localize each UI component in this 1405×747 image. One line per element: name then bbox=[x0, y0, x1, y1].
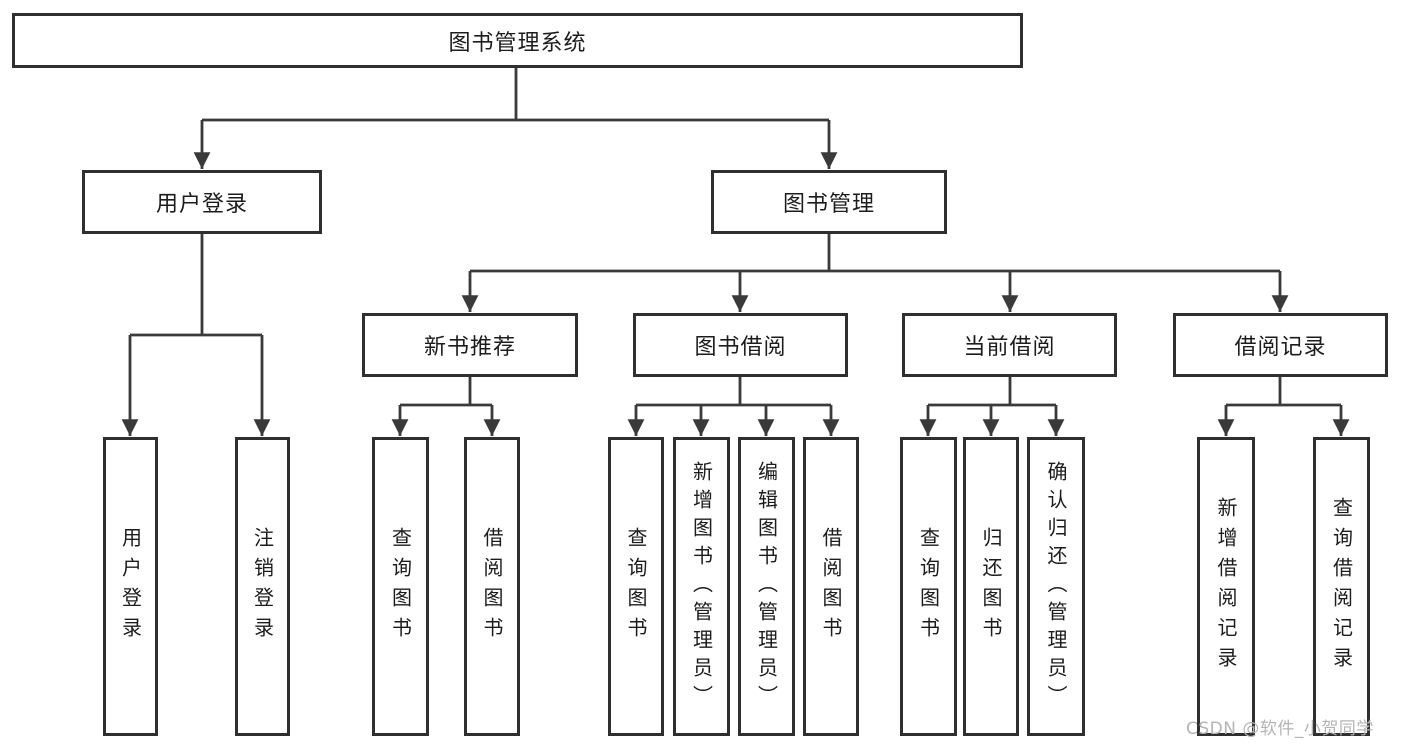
node-user-login-action: 用户登录 bbox=[103, 437, 158, 736]
node-label: 新增图书（管理员） bbox=[689, 460, 714, 713]
node-user-login: 用户登录 bbox=[82, 170, 322, 234]
node-label: 借阅图书 bbox=[819, 526, 843, 647]
node-query-books-recommend: 查询图书 bbox=[372, 437, 429, 736]
node-label: 归还图书 bbox=[979, 526, 1003, 647]
node-label: 新增借阅记录 bbox=[1214, 496, 1238, 677]
node-label: 查询图书 bbox=[388, 526, 413, 647]
node-label: 确认归还（管理员） bbox=[1044, 460, 1068, 713]
node-label: 注销登录 bbox=[250, 526, 275, 647]
node-label: 查询图书 bbox=[916, 526, 941, 647]
node-new-book-recommend: 新书推荐 bbox=[362, 313, 578, 377]
node-label: 查询借阅记录 bbox=[1329, 496, 1354, 677]
node-add-books-admin: 新增图书（管理员） bbox=[673, 437, 730, 736]
node-label: 借阅图书 bbox=[480, 526, 504, 647]
node-book-borrow: 图书借阅 bbox=[633, 313, 848, 377]
node-confirm-return-admin: 确认归还（管理员） bbox=[1027, 437, 1085, 736]
node-label: 编辑图书（管理员） bbox=[754, 460, 779, 713]
node-borrow-records: 借阅记录 bbox=[1173, 313, 1388, 377]
node-library-system: 图书管理系统 bbox=[12, 13, 1023, 68]
node-return-books: 归还图书 bbox=[963, 437, 1019, 736]
node-borrow-books-recommend: 借阅图书 bbox=[464, 437, 520, 736]
node-add-borrow-record: 新增借阅记录 bbox=[1197, 437, 1255, 736]
node-book-management: 图书管理 bbox=[711, 170, 947, 234]
node-edit-books-admin: 编辑图书（管理员） bbox=[738, 437, 795, 736]
csdn-watermark: CSDN @软件_小贺同学 bbox=[1186, 719, 1374, 739]
node-query-books-borrow: 查询图书 bbox=[608, 437, 664, 736]
node-label: 用户登录 bbox=[118, 526, 143, 647]
node-logout-action: 注销登录 bbox=[235, 437, 290, 736]
node-query-books-current: 查询图书 bbox=[900, 437, 957, 736]
node-current-borrow: 当前借阅 bbox=[902, 313, 1117, 377]
node-query-borrow-record: 查询借阅记录 bbox=[1313, 437, 1370, 736]
node-label: 查询图书 bbox=[624, 526, 648, 647]
node-borrow-books: 借阅图书 bbox=[803, 437, 859, 736]
